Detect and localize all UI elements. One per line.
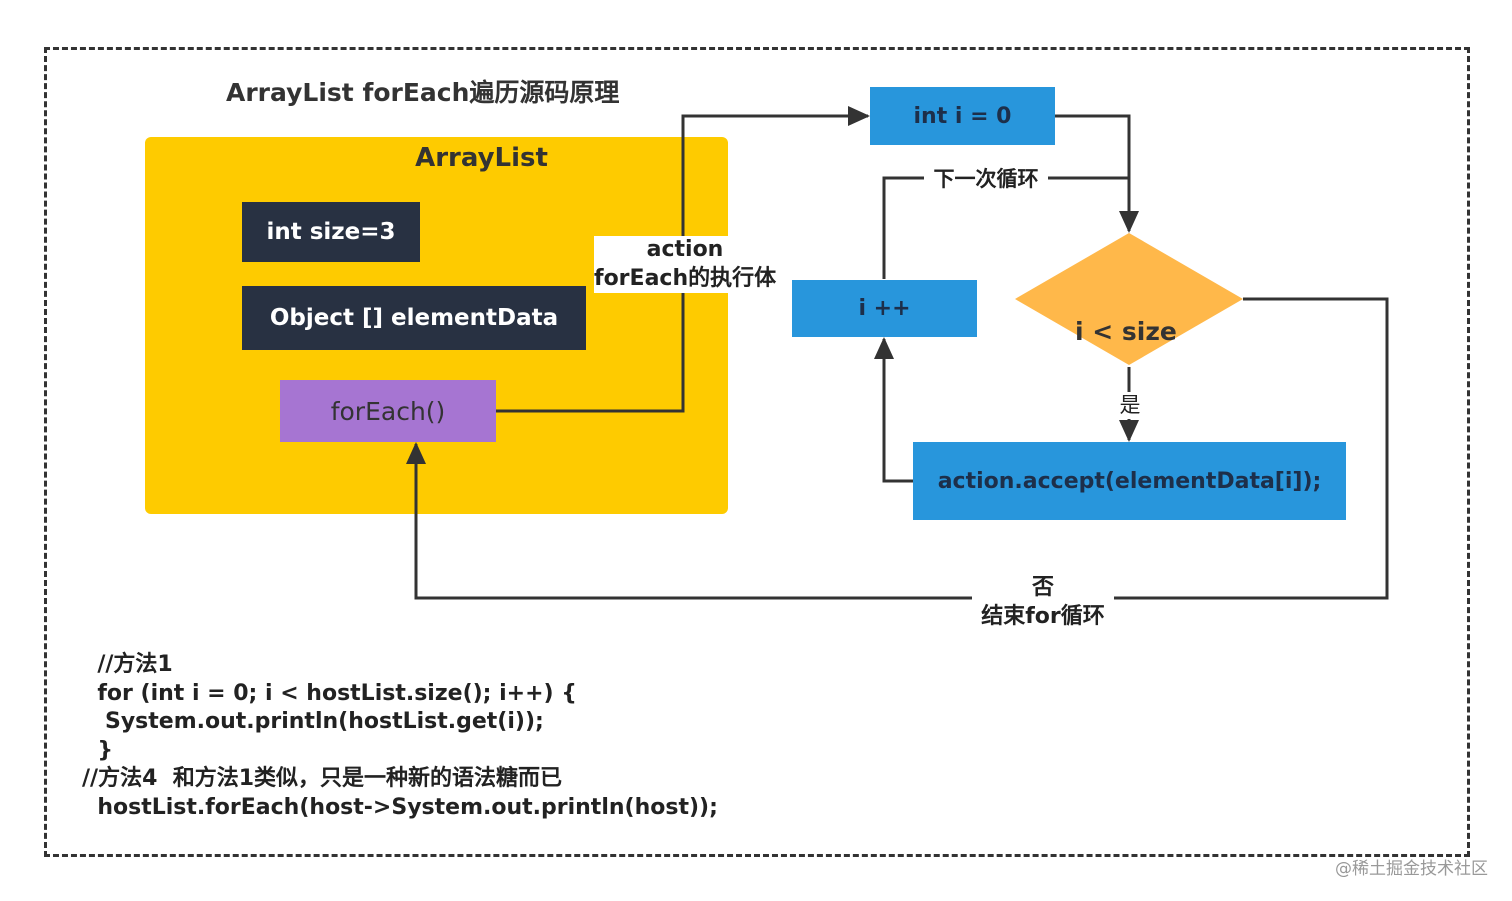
arraylist-label: ArrayList — [415, 143, 548, 173]
code-line: for (int i = 0; i < hostList.size(); i++… — [82, 680, 577, 706]
loop-body-box: action.accept(elementData[i]); — [913, 442, 1346, 520]
connector-body-to-increment — [874, 337, 913, 483]
foreach-method-text: forEach() — [330, 396, 446, 426]
code-line: System.out.println(hostList.get(i)); — [82, 709, 544, 735]
loop-init-box: int i = 0 — [870, 87, 1055, 145]
connector-condition-false-exit — [406, 297, 1389, 600]
loop-body-text: action.accept(elementData[i]); — [937, 468, 1322, 494]
elementdata-field-text: Object [] elementData — [269, 305, 559, 331]
code-line: hostList.forEach(host->System.out.printl… — [82, 794, 718, 820]
code-snippet: //方法1 for (int i = 0; i < hostList.size(… — [82, 651, 782, 823]
watermark: @稀土掘金技术社区 — [1335, 859, 1488, 879]
elementdata-field-box: Object [] elementData — [242, 286, 586, 350]
connector-init-to-condition — [1055, 114, 1139, 233]
yes-label: 是 — [1114, 392, 1146, 420]
foreach-method-box: forEach() — [280, 380, 496, 442]
action-label-line1: action — [646, 237, 724, 262]
no-label: 否 结束for循环 — [972, 574, 1114, 632]
code-line: //方法4 和方法1类似，只是一种新的语法糖而已 — [82, 766, 563, 792]
loop-increment-box: i ++ — [792, 280, 977, 337]
no-label-line1: 否 — [1031, 575, 1054, 600]
action-label-line2: forEach的执行体 — [594, 265, 777, 291]
code-line: //方法1 — [82, 652, 173, 677]
no-label-line2: 结束for循环 — [981, 603, 1105, 629]
diagram-title: ArrayList forEach遍历源码原理 — [226, 78, 620, 107]
decision-condition-text: i < size — [1075, 317, 1177, 346]
decision-diamond — [1015, 233, 1243, 365]
loop-increment-text: i ++ — [858, 296, 911, 321]
action-label: action forEach的执行体 — [594, 236, 777, 294]
code-line: } — [82, 737, 113, 763]
diagram-frame — [44, 47, 1470, 857]
size-field-text: int size=3 — [266, 219, 396, 245]
next-loop-label: 下一次循环 — [924, 166, 1048, 194]
size-field-box: int size=3 — [242, 202, 420, 262]
loop-init-text: int i = 0 — [913, 103, 1012, 129]
